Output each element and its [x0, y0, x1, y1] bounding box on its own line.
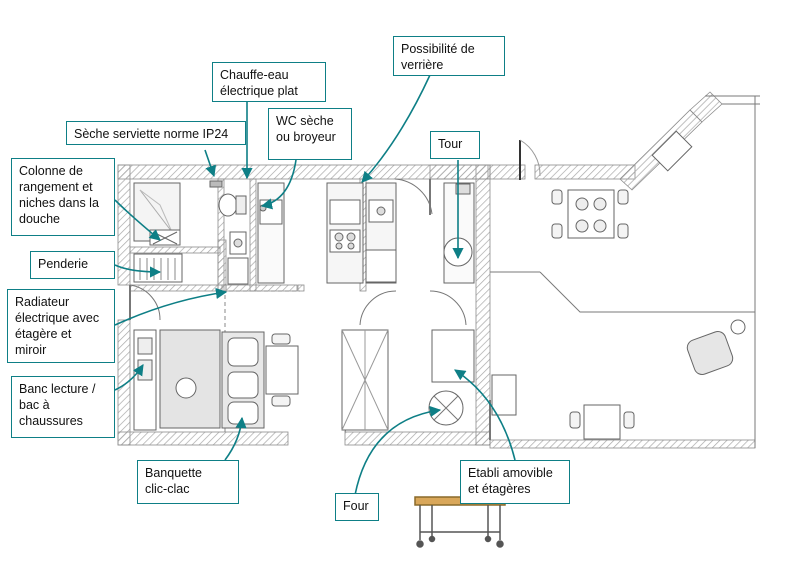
- living-furniture: [133, 329, 389, 431]
- callout-colonne: Colonne de rangement et niches dans la d…: [11, 158, 115, 236]
- leader-banc: [114, 364, 144, 391]
- callout-wc: WC sèche ou broyeur: [268, 108, 352, 160]
- wall-bottom-left: [117, 431, 289, 446]
- leader-wc: [260, 159, 297, 210]
- callout-four: Four: [335, 493, 379, 521]
- leader-verriere: [361, 74, 431, 183]
- wall-annex-bottom: [489, 439, 756, 449]
- wall-left-upper: [117, 164, 131, 286]
- leader-etabli: [454, 369, 516, 461]
- leader-colonne: [114, 199, 161, 241]
- leader-lines: [114, 74, 516, 496]
- callout-penderie: Penderie: [30, 251, 115, 279]
- leader-radiateur: [114, 287, 228, 326]
- leader-banquette: [224, 416, 247, 461]
- callout-verriere: Possibilité de verrière: [393, 36, 505, 76]
- leader-seche-serviette: [204, 149, 216, 178]
- dining-table: [265, 345, 299, 395]
- storage-column: [257, 182, 285, 284]
- annex-furniture: [491, 130, 746, 440]
- toilet: [218, 193, 238, 217]
- annex-outline: [490, 95, 760, 448]
- callout-tour: Tour: [430, 131, 480, 159]
- workbench-illustration: [414, 496, 506, 548]
- wall-right: [475, 164, 491, 446]
- wall-shower: [129, 246, 221, 254]
- callout-banquette: Banquette clic-clac: [137, 460, 239, 504]
- callout-seche-serviette: Sèche serviette norme IP24: [66, 121, 246, 145]
- wall-bath-2: [249, 178, 257, 292]
- kitchen-units: [326, 182, 397, 284]
- workbench: [431, 329, 475, 383]
- callout-etabli: Etabli amovible et étagères: [460, 460, 570, 504]
- bathroom-fixtures: [133, 180, 285, 285]
- callout-chauffe-eau: Chauffe-eau électrique plat: [212, 62, 326, 102]
- callout-radiateur: Radiateur électrique avec étagère et mir…: [7, 289, 115, 363]
- wall-bottom-right: [344, 431, 491, 446]
- leader-four: [354, 405, 442, 496]
- appliances: [428, 182, 475, 426]
- callout-banc: Banc lecture / bac à chaussures: [11, 376, 115, 438]
- leader-penderie: [114, 264, 162, 278]
- hob: [329, 229, 361, 253]
- armchair: [686, 330, 734, 376]
